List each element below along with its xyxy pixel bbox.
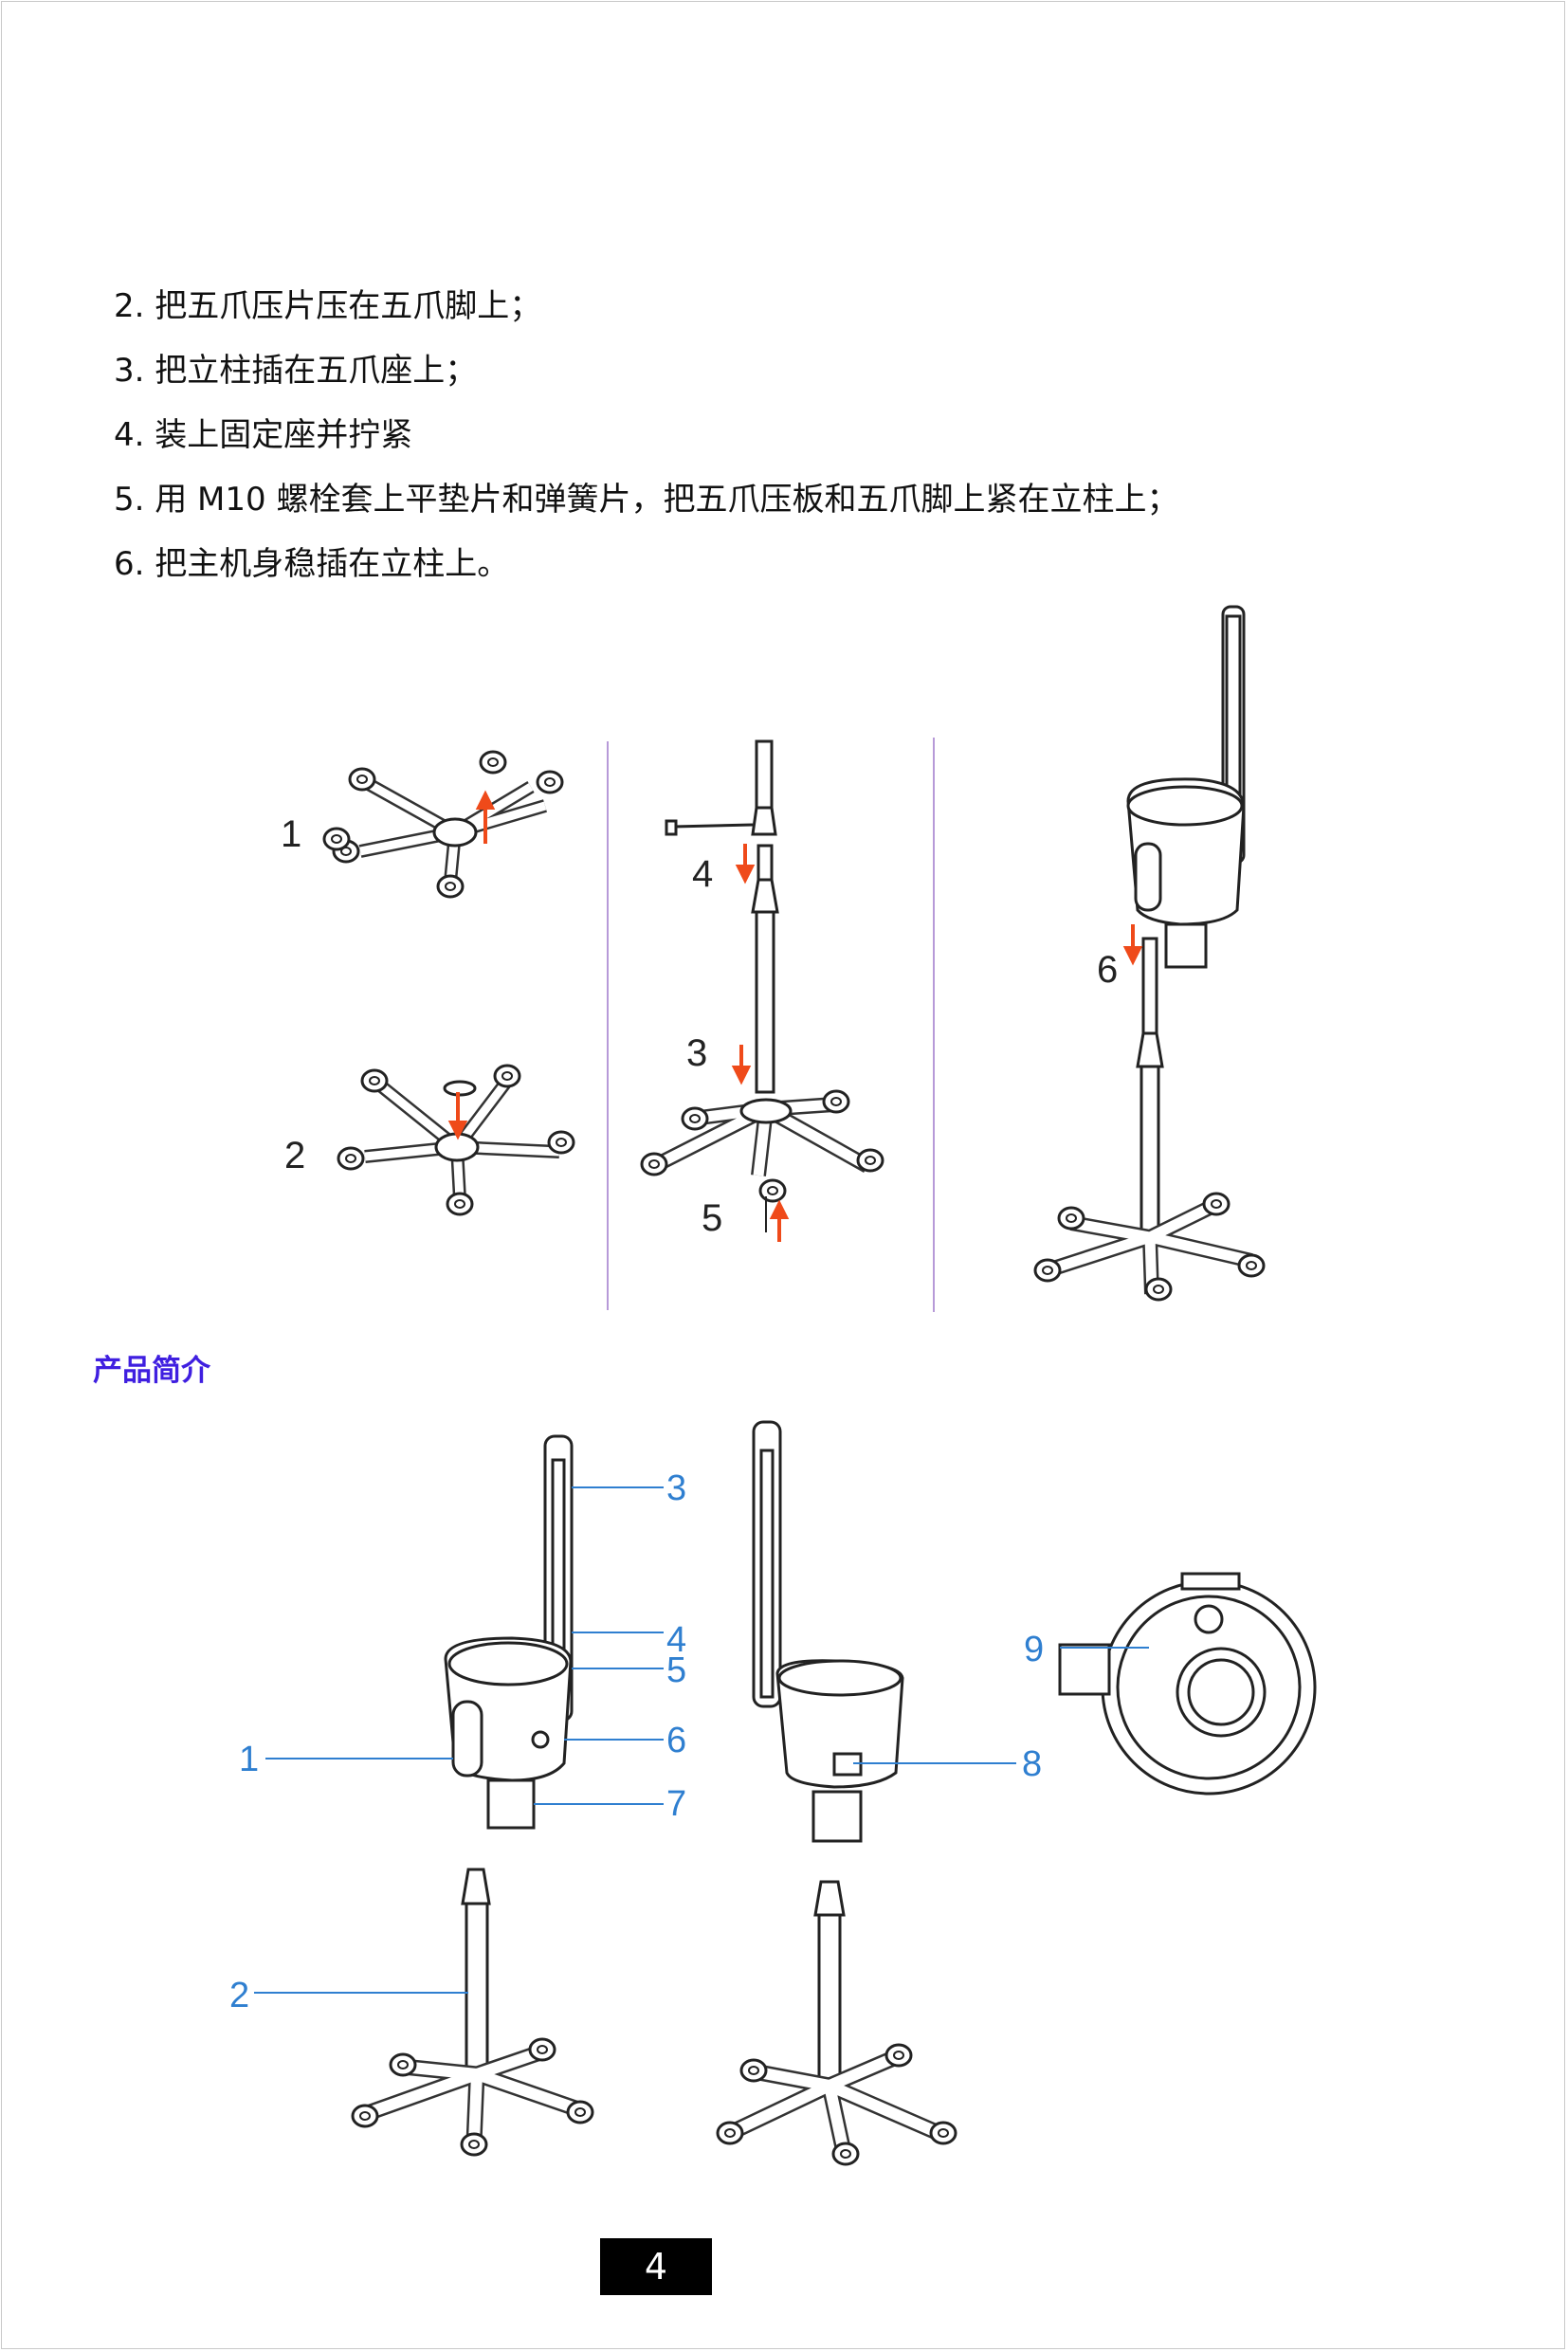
divider-left xyxy=(607,741,609,1310)
assembly-step-labels: 1 2 3 4 5 6 xyxy=(281,813,1118,1239)
assembly-label-5: 5 xyxy=(702,1197,722,1239)
part-callout-lines xyxy=(254,1486,1149,1994)
part-label-7: 7 xyxy=(666,1784,686,1824)
assembly-label-3: 3 xyxy=(686,1032,707,1074)
step-5: 5. 用 M10 螺栓套上平垫片和弹簧片，把五爪压板和五爪脚上紧在立柱上； xyxy=(114,481,1179,519)
assembly-host-diagram xyxy=(1033,605,1266,1302)
product-front-view xyxy=(351,1434,594,2157)
step-2: 2. 把五爪压片压在五爪脚上； xyxy=(114,287,542,325)
assembly-arrows-middle xyxy=(731,844,790,1242)
part-label-1: 1 xyxy=(239,1740,259,1779)
assembly-steps: 2. 把五爪压片压在五爪脚上； 3. 把立柱插在五爪座上； 4. 装上固定座并拧… xyxy=(114,290,1441,612)
step-4: 4. 装上固定座并拧紧 xyxy=(114,416,413,454)
part-label-8: 8 xyxy=(1022,1744,1042,1784)
assembly-plate-diagram xyxy=(337,1064,575,1216)
assembly-arrows-left xyxy=(447,790,496,1140)
assembly-label-1: 1 xyxy=(281,813,301,855)
assembly-base-diagram xyxy=(322,750,564,899)
part-label-2: 2 xyxy=(229,1976,249,2015)
assembly-pole-diagram xyxy=(640,739,884,1232)
assembly-label-4: 4 xyxy=(692,853,713,895)
part-label-9: 9 xyxy=(1024,1630,1044,1669)
page-number: 4 xyxy=(600,2238,712,2295)
step-6: 6. 把主机身稳插在立柱上。 xyxy=(114,545,510,583)
assembly-arrows-right xyxy=(1122,924,1143,966)
assembly-label-2: 2 xyxy=(284,1135,305,1176)
part-label-4: 4 xyxy=(666,1620,686,1660)
assembly-label-6: 6 xyxy=(1097,949,1118,991)
section-title-product-intro: 产品简介 xyxy=(93,1354,210,1388)
part-label-3: 3 xyxy=(666,1468,686,1508)
part-label-6: 6 xyxy=(666,1721,686,1760)
product-back-view xyxy=(716,1420,957,2166)
part-labels: 1 2 3 4 5 6 7 8 9 xyxy=(229,1468,1044,2015)
divider-right xyxy=(933,738,935,1312)
product-bottom-view xyxy=(1058,1572,1317,1796)
part-label-5: 5 xyxy=(666,1650,686,1690)
step-3: 3. 把立柱插在五爪座上； xyxy=(114,352,478,390)
